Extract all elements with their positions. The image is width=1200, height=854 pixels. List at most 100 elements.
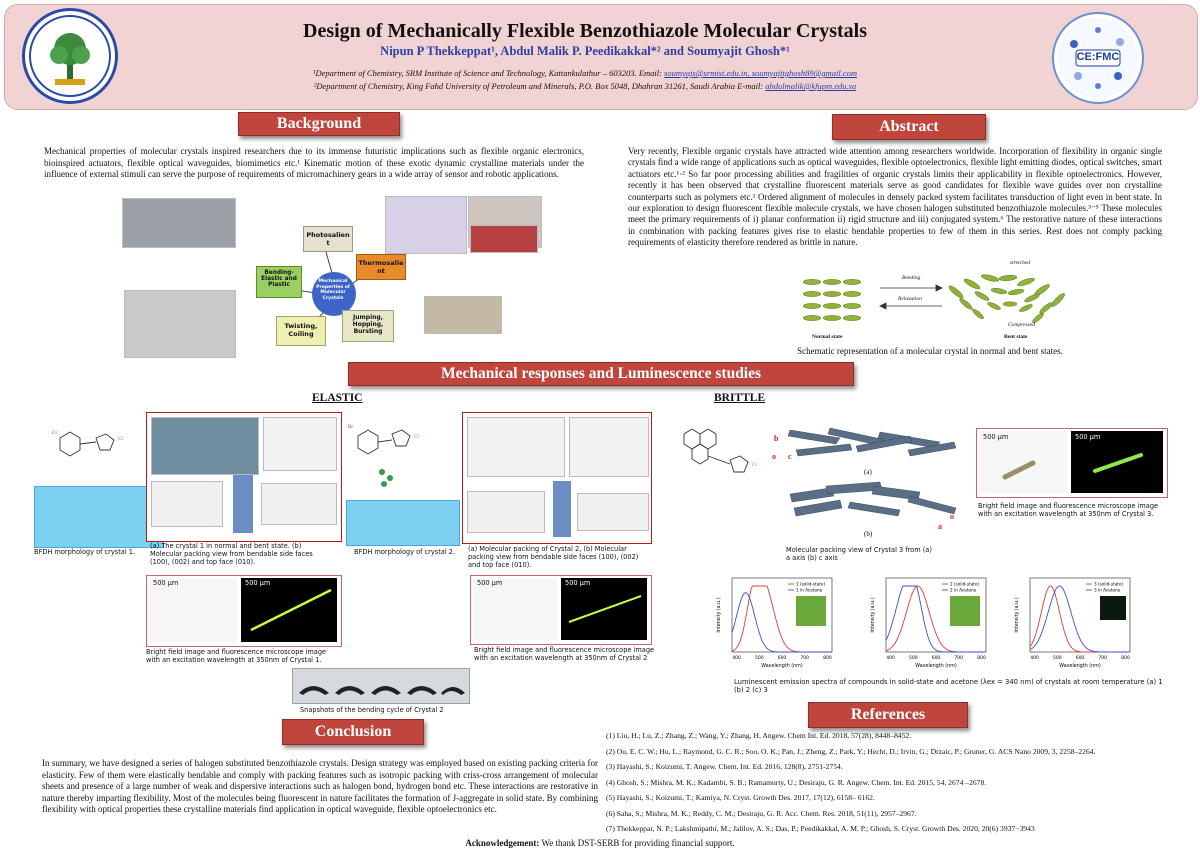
spectrum-tick-label: 500 [909, 655, 918, 661]
abstract-text: Very recently, Flexible organic crystals… [628, 146, 1162, 248]
svg-text:Cl: Cl [752, 463, 757, 468]
affiliation-2: ²Department of Chemistry, King Fahd Univ… [120, 81, 1050, 91]
mechanical-heading: Mechanical responses and Luminescence st… [348, 362, 854, 386]
axis-b-label: b [774, 434, 779, 443]
crystal1-packing-top [261, 483, 337, 525]
spectrum-xlabel: Wavelength (nm) [1059, 663, 1101, 669]
reference-item: (5) Hayashi, S.; Koizumi, T.; Kamiya, N.… [606, 793, 875, 802]
schematic-caption: Schematic representation of a molecular … [797, 346, 1063, 356]
bfdh1-caption: BFDH morphology of crystal 1. [34, 548, 136, 556]
crystal2-fluorescence-image [561, 578, 647, 640]
map-node-jumping: Jumping, Hopping, Bursting [342, 310, 394, 342]
crystal1-bfdh-image [34, 486, 164, 548]
spectrum-legend-solid: 2 (solid-state) [950, 582, 979, 587]
crystal1-fluorescence-image [241, 578, 337, 642]
snapshots-caption: Snapshots of the bending cycle of Crysta… [300, 706, 444, 714]
svg-text:Br: Br [348, 425, 353, 430]
spectrum-acetone-line [1029, 585, 1130, 653]
spectrum-tick-label: 800 [977, 655, 986, 661]
bent-state-label: Bent state [1004, 334, 1028, 340]
svg-text:Cl: Cl [118, 437, 123, 442]
abstract-heading: Abstract [832, 114, 986, 140]
reference-item: (3) Hayashi, S.; Koizumi, T. Angew. Chem… [606, 762, 843, 771]
crystal3-microscope-figure: 500 μm 500 μm [976, 428, 1168, 498]
conclusion-text: In summary, we have designed a series of… [42, 758, 598, 814]
poster-title: Design of Mechanically Flexible Benzothi… [303, 20, 867, 42]
crystal2-packing-b [569, 417, 649, 477]
reference-item: (4) Ghosh, S.; Mishra, M. K.; Kadambi, S… [606, 777, 987, 787]
photosalient-image [385, 196, 467, 254]
poster-header [4, 4, 1198, 110]
spectrum-tick-label: 400 [1030, 655, 1039, 661]
background-text: Mechanical properties of molecular cryst… [44, 146, 584, 179]
crystal1-brightfield-image [149, 578, 237, 642]
stretched-label: stretched [1010, 260, 1030, 266]
affiliation-1-email[interactable]: soumyajs@srmist.edu.in, soumyajitghosh89… [664, 68, 858, 78]
normal-state-label: Normal state [812, 334, 843, 340]
spectrum-acetone-line [731, 592, 832, 653]
spectrum-ylabel: Intensity (a.u.) [870, 597, 876, 632]
crystal3-scale-bar-1: 500 μm [983, 433, 1009, 441]
map-center-label: Mechanical Properties of Molecular Cryst… [316, 279, 350, 301]
crystal3-packing-figure: b o c (a) (b) o a [770, 416, 966, 542]
crystal3-brightfield-image [979, 431, 1067, 493]
ack-text: We thank DST-SERB for providing financia… [539, 838, 735, 848]
spectrum-tick-label: 600 [932, 655, 941, 661]
crystal2-snapshots-image [292, 668, 470, 704]
crystal1-bright-caption: Bright field image and fluorescence micr… [146, 648, 327, 664]
crystal2-bright-caption: Bright field image and fluorescence micr… [474, 646, 655, 662]
spectrum-legend-solid: 3 (solid-state) [1094, 582, 1123, 587]
spectrum-legend-acetone: 2 in Acetone [950, 588, 977, 593]
srm-logo [22, 8, 118, 104]
map-node-thermosalient: Thermosalie nt [356, 254, 406, 280]
crystal1-scale-bar-2: 500 μm [245, 579, 271, 587]
jumping-crystal-image [424, 296, 502, 334]
crystal2-molecule-structure: Br Cl [348, 425, 419, 487]
bending-label: Bending [902, 275, 921, 281]
spectrum-legend-acetone: 1 in Acetone [796, 588, 823, 593]
elastic-subheading: ELASTIC [312, 392, 363, 404]
acknowledgement: Acknowledgement: We thank DST-SERB for p… [300, 838, 900, 848]
spectrum-tick-label: 800 [1121, 655, 1130, 661]
spectrum-tick-label: 700 [800, 655, 809, 661]
spectrum-xlabel: Wavelength (nm) [915, 663, 957, 669]
references-list: (1) Liu, H.; Lu, Z.; Zhang, Z.; Wang, Y.… [606, 728, 1186, 837]
spectra-caption: Luminescent emission spectra of compound… [734, 678, 1163, 694]
crystal3-label-a: (a) [864, 468, 872, 476]
crystal1-packing-caption: (a) The crystal 1 in normal and bent sta… [150, 542, 313, 566]
ack-label: Acknowledgement: [465, 838, 540, 848]
conclusion-heading: Conclusion [282, 719, 424, 745]
spectrum-tick-label: 400 [886, 655, 895, 661]
affiliation-2-email[interactable]: abdulmalik@kfupm.edu.sa [765, 81, 857, 91]
spectrum-acetone-line [885, 585, 986, 653]
affiliation-2-text: ²Department of Chemistry, King Fahd Univ… [313, 81, 764, 91]
map-node-twisting: Twisting, Coiling [276, 316, 326, 346]
thermosalient-crystal-image [470, 225, 538, 253]
relaxation-label: Relaxation [898, 296, 922, 302]
crystal1-packing-a [263, 417, 337, 471]
crystal2-bfdh-image [346, 500, 460, 546]
crystal2-packing-top [577, 493, 649, 531]
crystal1-packing-figure [146, 412, 342, 542]
svg-text:Cl: Cl [414, 435, 419, 440]
svg-text:Cl: Cl [52, 431, 57, 436]
crystal3-molecule-structure: Cl [683, 428, 757, 473]
crystal1-molecule-structure: Cl Cl [52, 431, 123, 457]
crystal1-packing-side [151, 481, 223, 527]
spectrum-inset-photo [1100, 596, 1126, 620]
crystal1-bent-photo [151, 417, 259, 475]
spectrum-legend-acetone: 3 in Acetone [1094, 588, 1121, 593]
compressed-label: Compressed [1008, 322, 1035, 328]
crystal3-label-b: (b) [864, 530, 873, 538]
reference-item: (2) Ou, E. C. W.; Hu, L.; Raymond, G. C.… [606, 746, 1096, 756]
map-node-bending: Bending-Elastic and Plastic [256, 266, 302, 298]
spectrum-tick-label: 700 [1098, 655, 1107, 661]
spectrum-ylabel: Intensity (a.u.) [716, 597, 722, 632]
spectrum-tick-label: 600 [778, 655, 787, 661]
cefmc-logo-text: CE:FMC [1076, 51, 1120, 63]
spectrum-tick-label: 700 [954, 655, 963, 661]
